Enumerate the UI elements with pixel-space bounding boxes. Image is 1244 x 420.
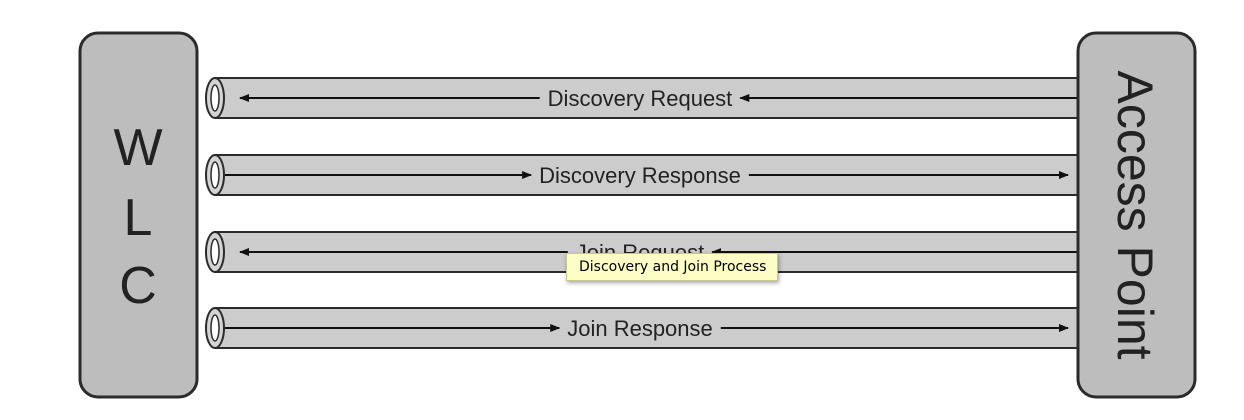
tube-end-opening [210,314,220,342]
wlc-letter-l: L [124,189,153,247]
message-tube: Join Response [205,307,1079,349]
message-label: Discovery Response [539,163,741,188]
message-tube: Discovery Response [205,154,1079,196]
wlc-letter-c: C [119,257,157,315]
access-point-label: Access Point [1107,70,1163,359]
message-label: Discovery Request [548,86,733,111]
wlc-box: W L C [78,31,199,399]
access-point-box: Access Point [1076,31,1197,399]
tooltip: Discovery and Join Process [566,253,779,281]
tube-end-opening [210,161,220,189]
message-tube: Discovery Request [205,77,1079,119]
tube-end-opening [210,238,220,266]
tube-end-opening [210,84,220,112]
message-label: Join Response [567,316,713,341]
wlc-letter-w: W [113,119,162,177]
